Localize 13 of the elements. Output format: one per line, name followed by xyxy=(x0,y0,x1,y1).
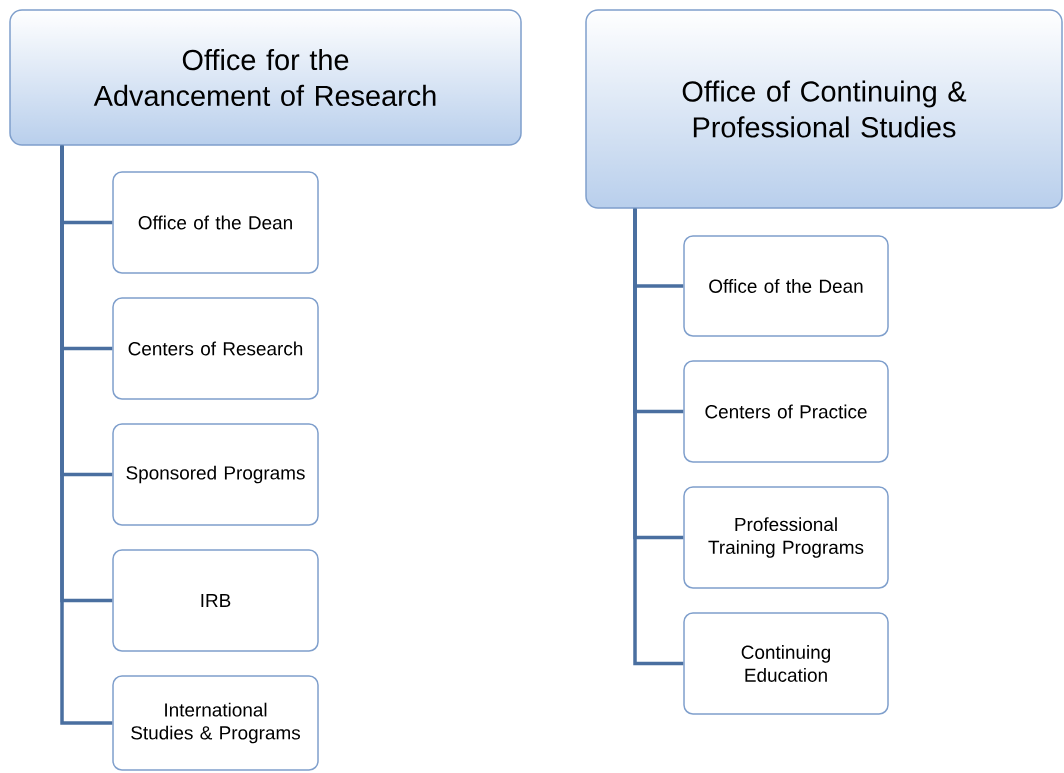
unit-box: Professional Training Programs xyxy=(683,486,889,589)
unit-box: Sponsored Programs xyxy=(112,423,319,526)
unit-box: IRB xyxy=(112,549,319,652)
heading-box: Office for the Advancement of Research xyxy=(9,9,522,146)
heading-box: Office of Continuing & Professional Studies xyxy=(585,9,1063,209)
unit-box: Office of the Dean xyxy=(112,171,319,274)
connector-line xyxy=(60,145,113,725)
unit-box: Centers of Research xyxy=(112,297,319,400)
unit-box: Centers of Practice xyxy=(683,360,889,463)
connector-line xyxy=(633,208,684,666)
unit-box: International Studies & Programs xyxy=(112,675,319,771)
unit-box: Office of the Dean xyxy=(683,235,889,337)
unit-box: Continuing Education xyxy=(683,612,889,715)
